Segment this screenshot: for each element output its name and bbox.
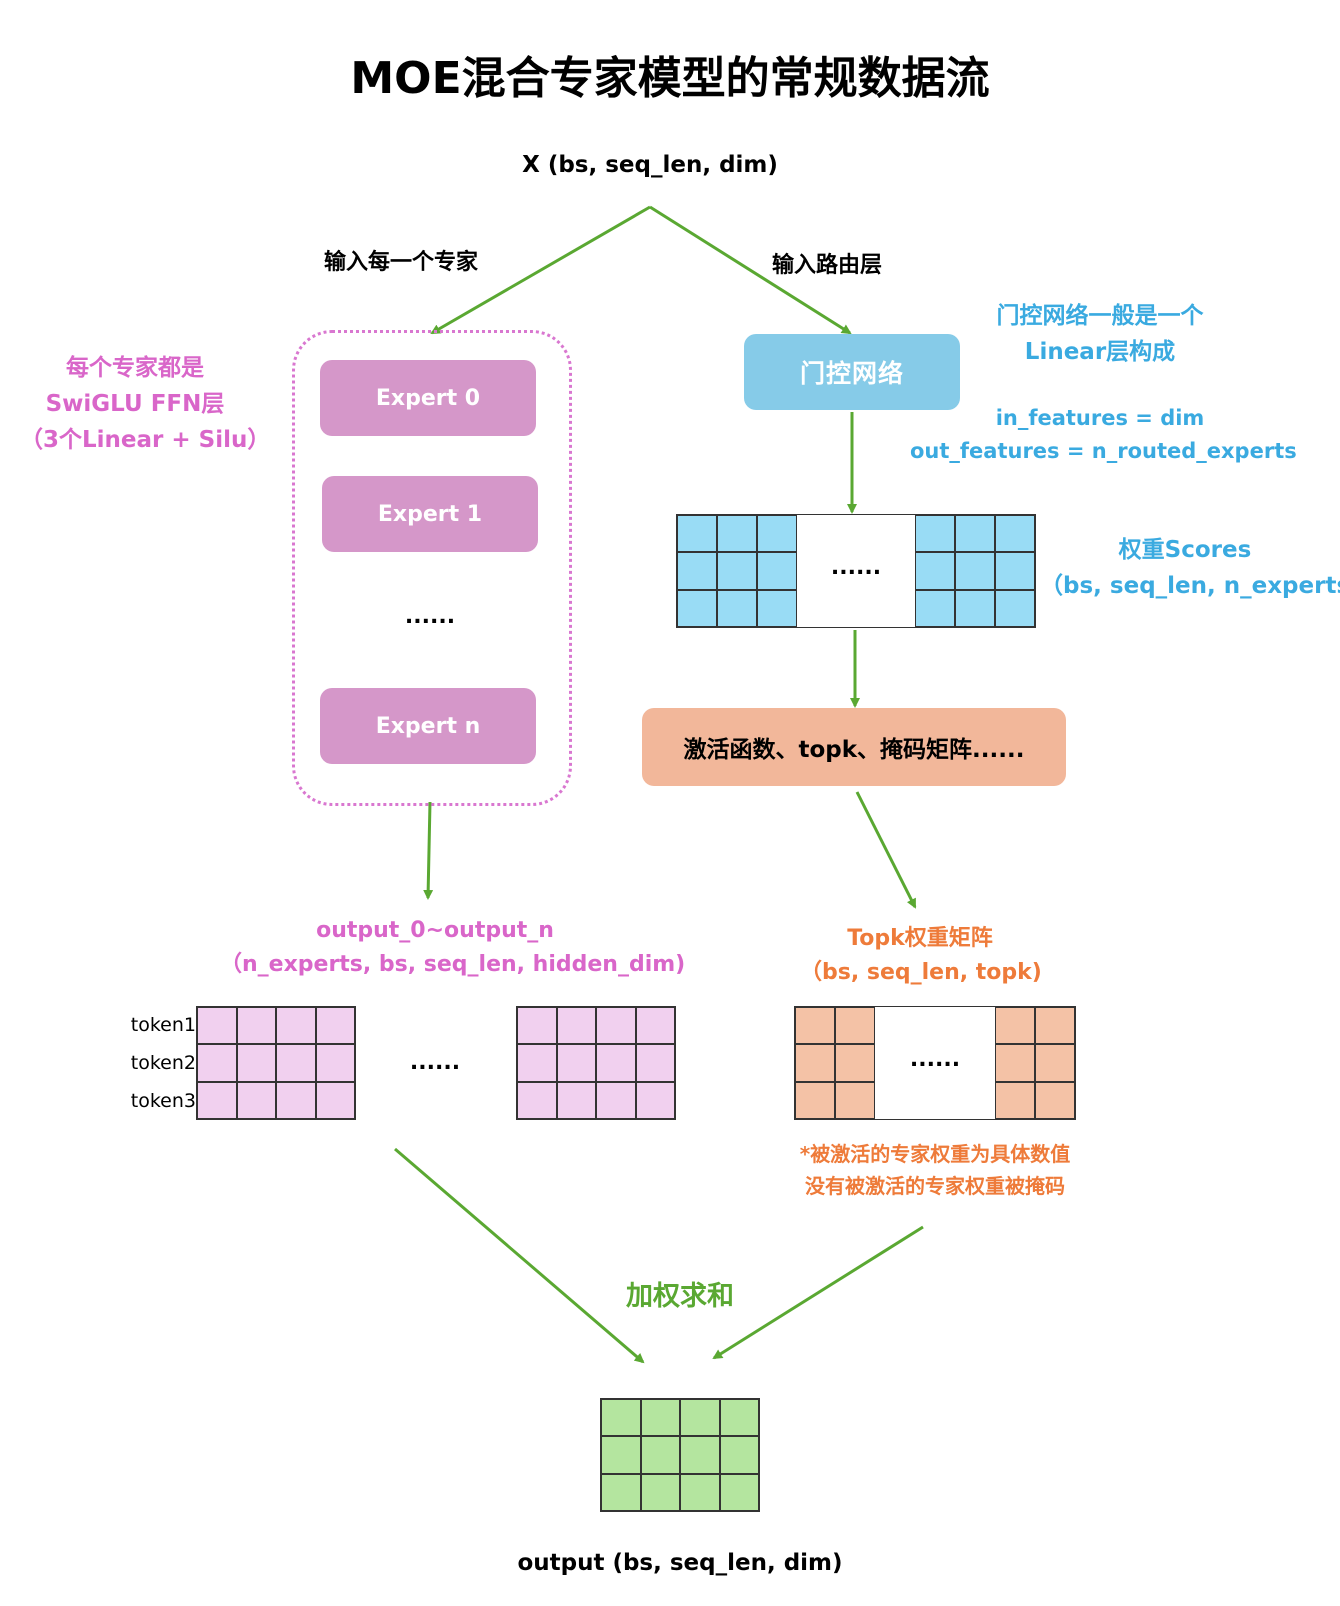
token-label: token2 bbox=[130, 1052, 196, 1074]
outputs-label-line1: output_0~output_n bbox=[316, 918, 554, 943]
topk-note: *被激活的专家权重为具体数值 没有被激活的专家权重被掩码 bbox=[770, 1138, 1100, 1202]
final-output-matrix bbox=[600, 1398, 760, 1512]
arrow-activation-to-topk bbox=[855, 791, 917, 909]
final-output-label: output (bs, seq_len, dim) bbox=[517, 1550, 843, 1576]
branch-right-label: 输入路由层 bbox=[772, 253, 883, 278]
arrow-experts-to-outputs bbox=[423, 801, 434, 900]
topk-left-block bbox=[795, 1007, 875, 1119]
expert-n-box: Expert n bbox=[320, 688, 536, 764]
activation-label: 激活函数、topk、掩码矩阵...... bbox=[683, 737, 1025, 763]
scores-left-block bbox=[677, 515, 797, 627]
expert-n-label: Expert n bbox=[375, 713, 481, 739]
output-matrix-last bbox=[516, 1006, 676, 1120]
gate-network-label: 门控网络 bbox=[799, 359, 904, 388]
arrow-to-experts bbox=[430, 205, 651, 335]
scores-ellipsis: ...... bbox=[830, 555, 882, 580]
token-labels: token1 token2 token3 bbox=[116, 1006, 196, 1120]
input-label: X (bs, seq_len, dim) bbox=[522, 152, 778, 178]
outputs-ellipsis: ...... bbox=[409, 1050, 461, 1075]
arrow-topk-to-sum bbox=[712, 1225, 924, 1360]
scores-matrix: ...... bbox=[676, 514, 1036, 628]
experts-ellipsis: ...... bbox=[404, 604, 456, 629]
experts-note-line2: SwiGLU FFN层 bbox=[45, 391, 225, 417]
topk-right-block bbox=[995, 1007, 1075, 1119]
scores-label: 权重Scores （bs, seq_len, n_experts） bbox=[1040, 532, 1340, 604]
scores-right-block bbox=[915, 515, 1035, 627]
expert-0-label: Expert 0 bbox=[375, 385, 481, 411]
gate-note: 门控网络一般是一个 Linear层构成 bbox=[960, 298, 1240, 370]
topk-note-line2: 没有被激活的专家权重被掩码 bbox=[805, 1174, 1065, 1198]
arrow-outputs-to-sum bbox=[394, 1147, 645, 1364]
expert-1-label: Expert 1 bbox=[377, 501, 483, 527]
experts-note: 每个专家都是 SwiGLU FFN层 （3个Linear + Silu） bbox=[20, 350, 271, 458]
gate-note-line1: 门控网络一般是一个 bbox=[996, 303, 1204, 329]
weighted-sum-label: 加权求和 bbox=[626, 1281, 734, 1312]
gate-network-box: 门控网络 bbox=[744, 334, 960, 410]
branch-left-label: 输入每一个专家 bbox=[324, 250, 479, 275]
experts-note-line1: 每个专家都是 bbox=[66, 355, 204, 381]
scores-label-line1: 权重Scores bbox=[1118, 537, 1252, 563]
expert-1-box: Expert 1 bbox=[322, 476, 538, 552]
outputs-label: output_0~output_n （n_experts, bs, seq_le… bbox=[220, 914, 686, 982]
token-label: token3 bbox=[130, 1090, 196, 1112]
gate-out-features: out_features = n_routed_experts bbox=[910, 439, 1297, 463]
topk-ellipsis: ...... bbox=[909, 1047, 961, 1072]
gate-in-features: in_features = dim bbox=[995, 406, 1205, 430]
gate-note-line2: Linear层构成 bbox=[1024, 339, 1176, 365]
gate-features: in_features = dim out_features = n_route… bbox=[910, 402, 1297, 468]
outputs-label-line2: （n_experts, bs, seq_len, hidden_dim) bbox=[220, 952, 686, 977]
page-title: MOE混合专家模型的常规数据流 bbox=[350, 53, 990, 104]
experts-note-line3: （3个Linear + Silu） bbox=[20, 427, 271, 453]
expert-0-box: Expert 0 bbox=[320, 360, 536, 436]
arrow-to-gate bbox=[649, 205, 852, 335]
experts-container bbox=[292, 330, 572, 806]
topk-note-line1: *被激活的专家权重为具体数值 bbox=[799, 1142, 1071, 1166]
token-label: token1 bbox=[130, 1014, 196, 1036]
output-matrix-first bbox=[196, 1006, 356, 1120]
activation-box: 激活函数、topk、掩码矩阵...... bbox=[642, 708, 1066, 786]
topk-matrix: ...... bbox=[794, 1006, 1076, 1120]
topk-label: Topk权重矩阵 （bs, seq_len, topk) bbox=[800, 922, 1042, 990]
topk-label-line2: （bs, seq_len, topk) bbox=[800, 960, 1042, 985]
scores-label-line2: （bs, seq_len, n_experts） bbox=[1040, 573, 1340, 599]
topk-label-line1: Topk权重矩阵 bbox=[847, 926, 993, 951]
